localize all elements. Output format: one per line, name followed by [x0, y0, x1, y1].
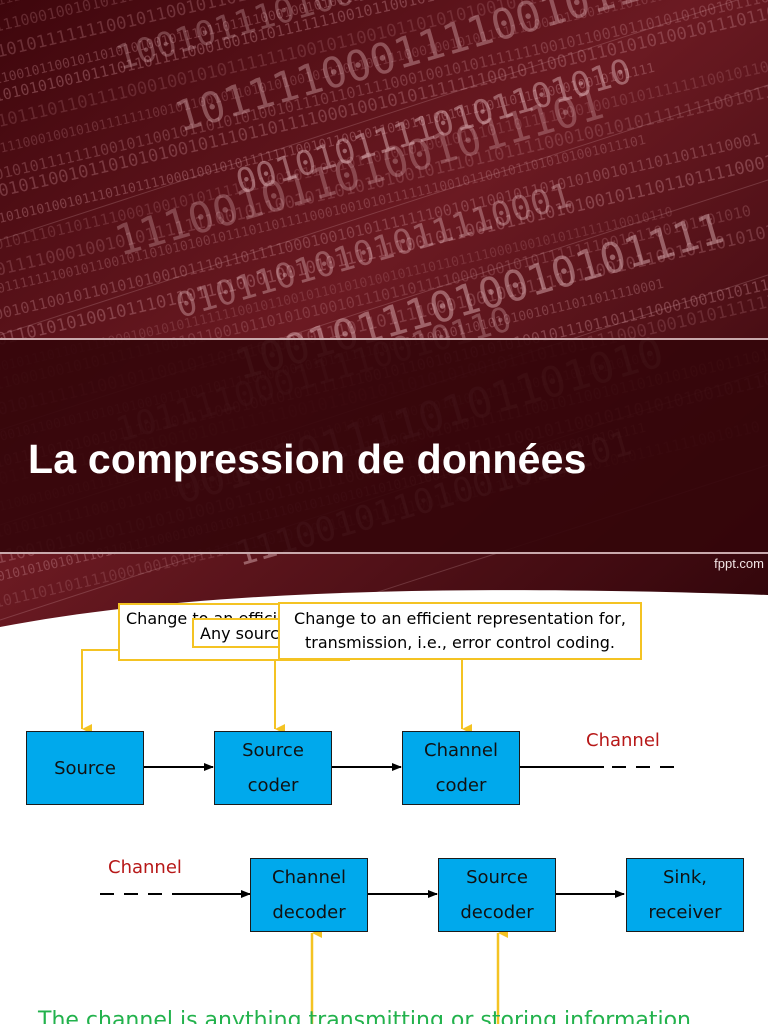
annotation-note-channel-coding: Change to an efficient representation fo…: [278, 602, 642, 660]
channel-coder-label-2: coder: [435, 775, 487, 796]
source-decoder-label-1: Source: [466, 867, 528, 888]
channel-definition-text: The channel is anything transmitting or …: [38, 1008, 691, 1024]
title-band: La compression de données: [0, 338, 768, 554]
fppt-credit: fppt.com: [714, 556, 764, 571]
sink-receiver-box: Sink, receiver: [626, 858, 744, 932]
light-streak: [0, 0, 739, 241]
channel-label-in: Channel: [108, 857, 182, 878]
channel-coder-box: Channel coder: [402, 731, 520, 805]
annotation-channel-line2: transmission, i.e., error control coding…: [305, 633, 615, 652]
source-decoder-box: Source decoder: [438, 858, 556, 932]
source-box: Source: [26, 731, 144, 805]
channel-label-out: Channel: [586, 730, 660, 751]
content-panel: [0, 640, 768, 1024]
annotation-connector-source: [81, 649, 122, 734]
sink-label-1: Sink,: [663, 867, 707, 888]
annotation-channel-line1: Change to an efficient representation fo…: [294, 609, 626, 628]
source-coder-label-2: coder: [247, 775, 299, 796]
source-coder-label-1: Source: [242, 740, 304, 761]
channel-decoder-label-1: Channel: [272, 867, 346, 888]
channel-decoder-label-2: decoder: [272, 902, 346, 923]
source-coder-box: Source coder: [214, 731, 332, 805]
sink-label-2: receiver: [648, 902, 722, 923]
source-decoder-label-2: decoder: [460, 902, 534, 923]
slide-title: La compression de données: [28, 436, 587, 482]
channel-coder-label-1: Channel: [424, 740, 498, 761]
channel-decoder-box: Channel decoder: [250, 858, 368, 932]
annotation-note-any-source: Any source: [192, 618, 284, 648]
source-label: Source: [54, 757, 116, 779]
light-streak: [0, 84, 768, 336]
